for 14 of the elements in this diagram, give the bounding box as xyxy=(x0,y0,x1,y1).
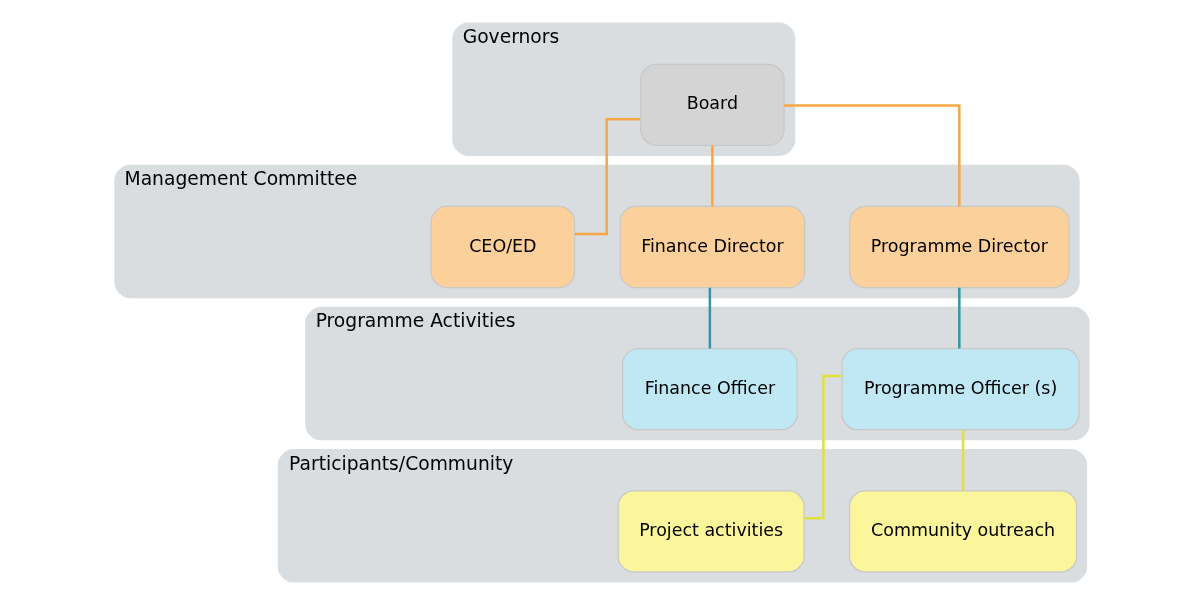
node-box: Programme Director xyxy=(848,205,1070,289)
connector xyxy=(961,429,964,491)
node-box: Finance Director xyxy=(618,205,805,289)
connector xyxy=(574,117,640,236)
node-box: Finance Officer xyxy=(621,348,798,431)
node-box: Project activities xyxy=(617,490,805,573)
connector xyxy=(957,287,961,349)
node-box: Board xyxy=(639,63,785,146)
node-box: CEO/ED xyxy=(430,205,575,289)
connector xyxy=(710,145,714,207)
connector xyxy=(783,104,961,207)
node-box: Community outreach xyxy=(848,490,1077,573)
node-box: Programme Officer (s) xyxy=(840,348,1080,431)
connector xyxy=(708,287,711,349)
